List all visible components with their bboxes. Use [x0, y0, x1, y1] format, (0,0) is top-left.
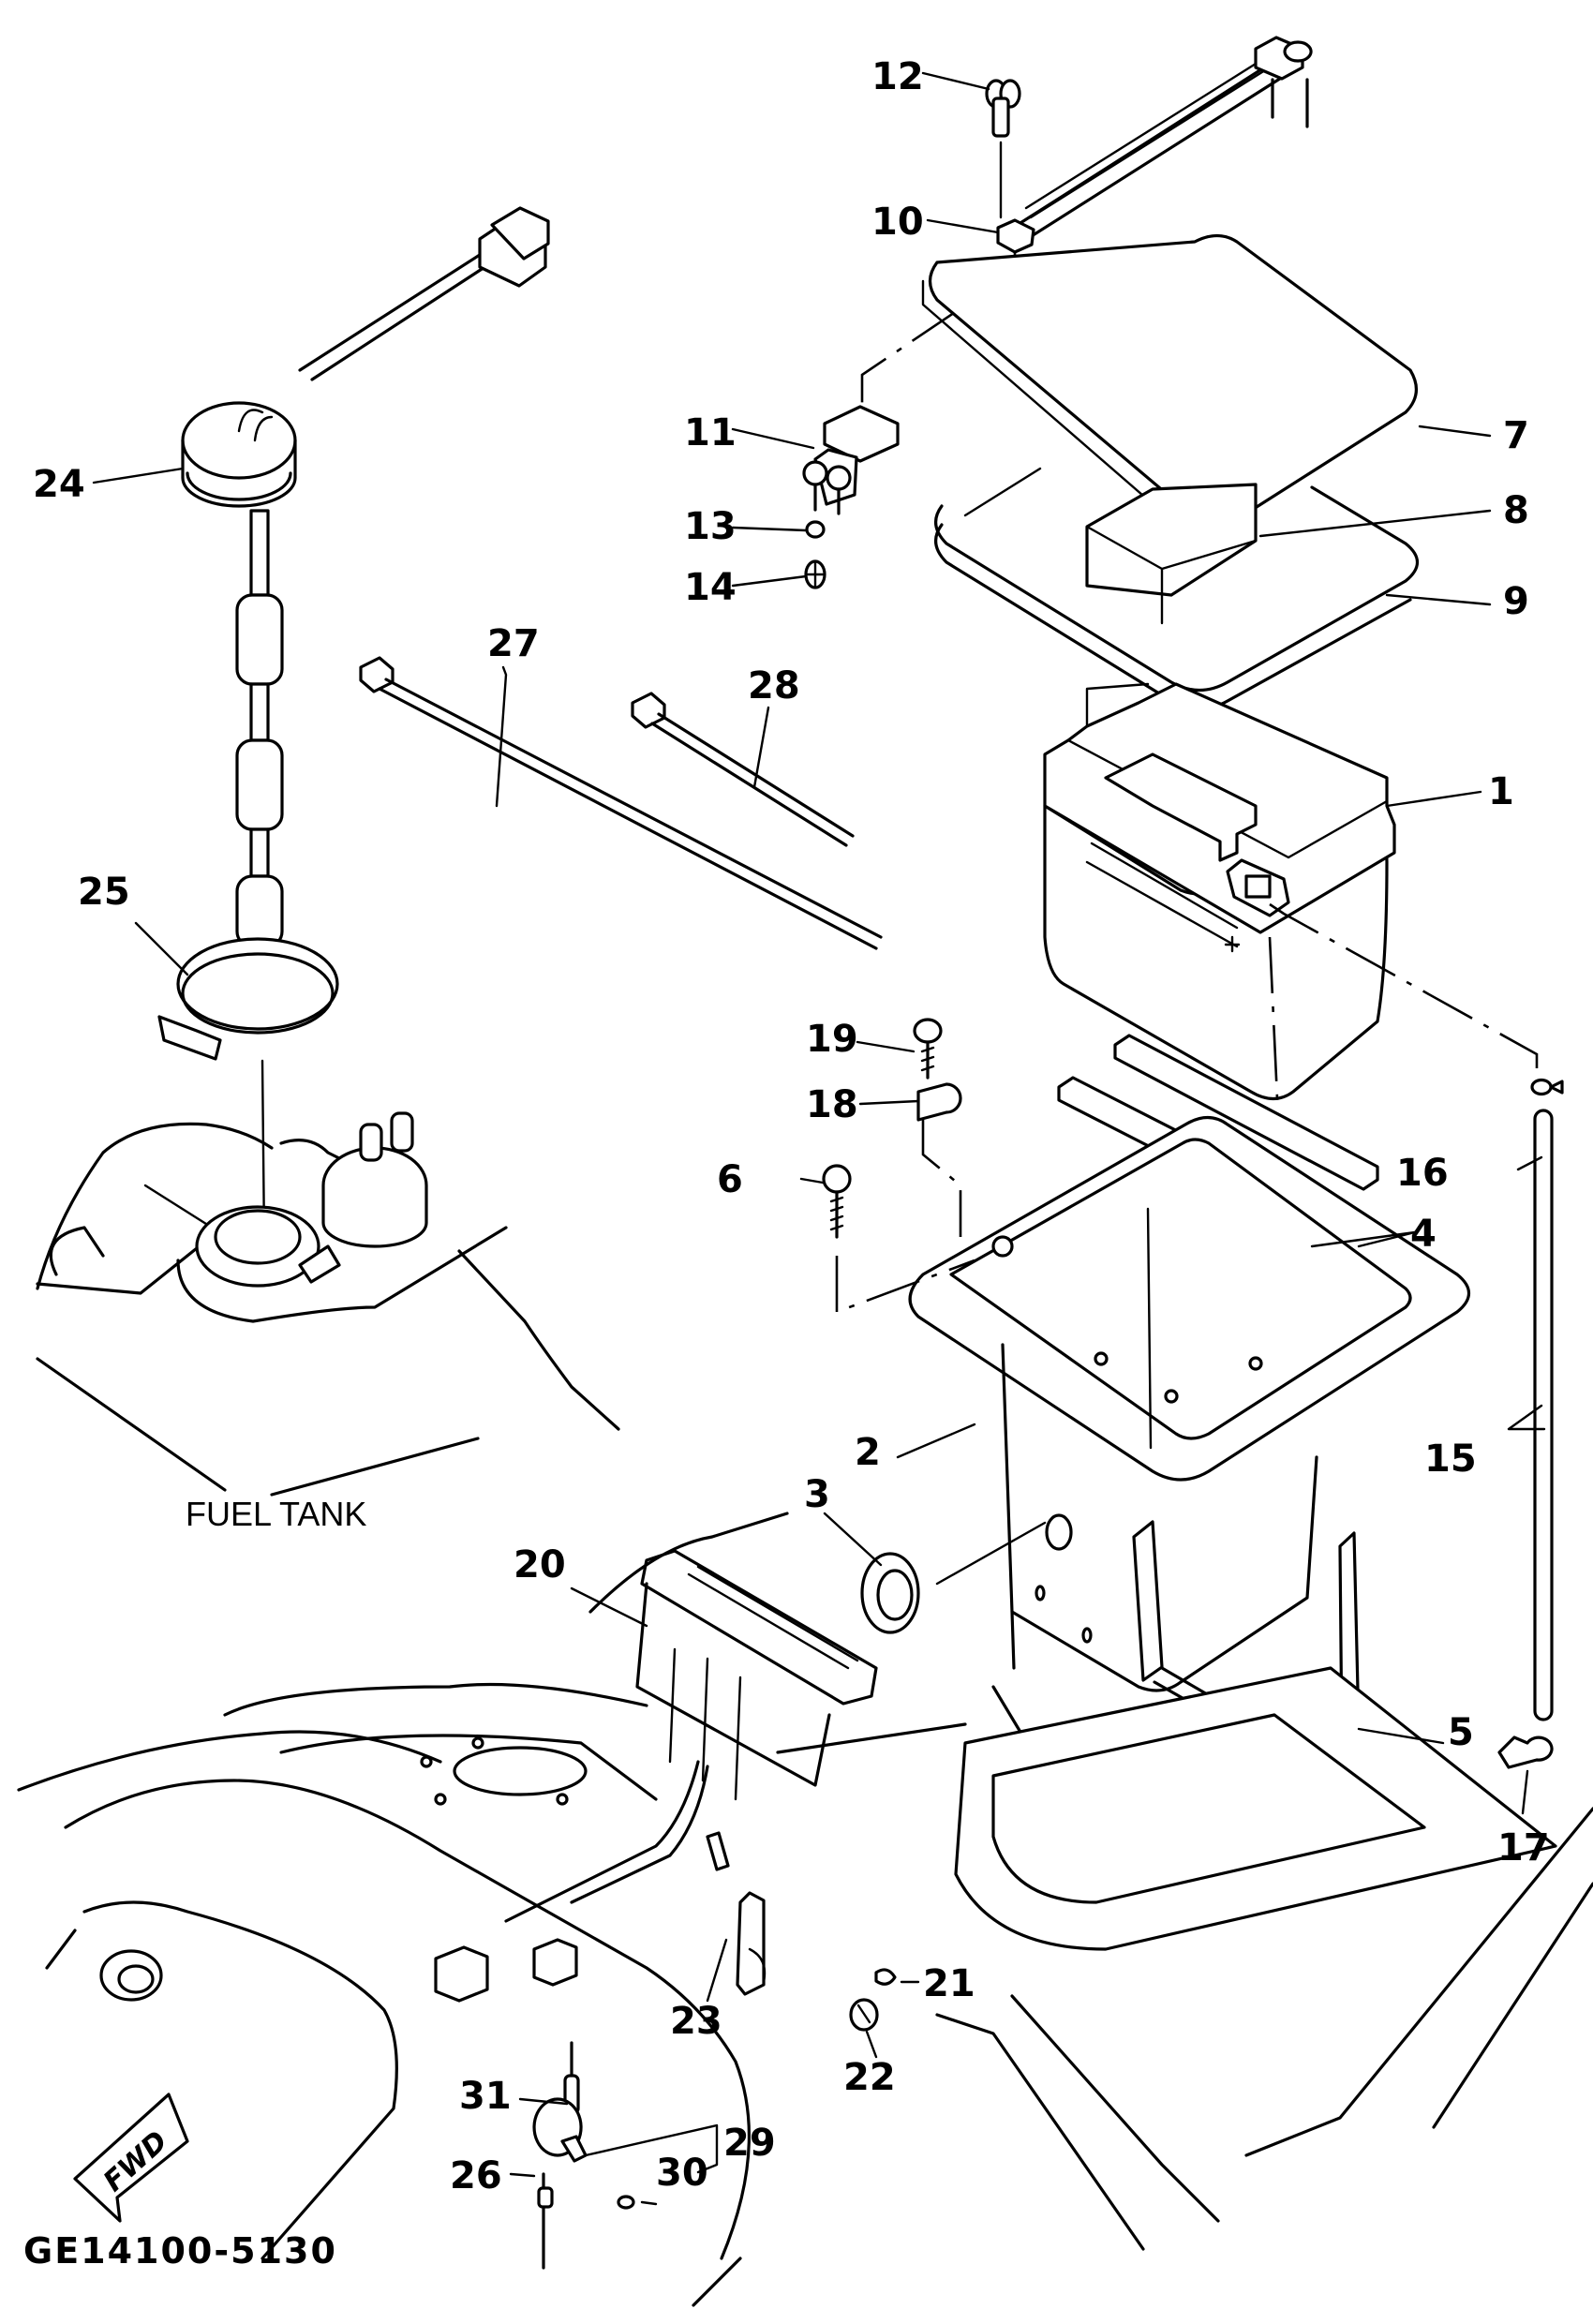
callout-2: 2 — [855, 1431, 881, 1474]
battery-band-assembly — [996, 36, 1313, 254]
hose-band — [157, 937, 339, 1244]
band-bracket — [802, 251, 1017, 589]
callout-7: 7 — [1503, 414, 1529, 457]
callout-19: 19 — [806, 1018, 858, 1061]
callout-28: 28 — [748, 664, 800, 708]
callout-16: 16 — [1396, 1152, 1449, 1195]
callout-5: 5 — [1448, 1711, 1474, 1754]
fuel-tank — [36, 1111, 620, 1497]
callout-6: 6 — [717, 1158, 743, 1201]
battery-box — [908, 1115, 1471, 1692]
callout-30: 30 — [656, 2152, 708, 2195]
callout-11: 11 — [684, 411, 737, 454]
callout-4: 4 — [1410, 1213, 1437, 1256]
callout-22: 22 — [843, 2056, 896, 2099]
nut-22 — [849, 1998, 879, 2032]
deck — [17, 1512, 1593, 2307]
callout-24: 24 — [33, 463, 85, 506]
callout-14: 14 — [684, 566, 737, 609]
callout-12: 12 — [871, 55, 924, 98]
callout-26: 26 — [450, 2154, 502, 2197]
cable-tie-long — [359, 656, 883, 950]
callout-23: 23 — [670, 2000, 722, 2043]
callout-25: 25 — [78, 871, 130, 914]
wing-nut — [985, 79, 1021, 219]
drawing-code: GE14100-5130 — [23, 2230, 337, 2272]
fuel-sender-unit — [181, 206, 550, 948]
wire-harness — [434, 1760, 767, 2003]
callout-29: 29 — [723, 2122, 776, 2165]
callout-3: 3 — [804, 1473, 830, 1516]
fuel-tank-caption: FUEL TANK — [186, 1495, 366, 1533]
callout-13: 13 — [684, 505, 737, 548]
fwd-arrow: FWD — [73, 2093, 189, 2223]
callout-17: 17 — [1497, 1826, 1550, 1870]
callout-1: 1 — [1488, 770, 1514, 813]
breather-hose — [1269, 902, 1564, 1769]
callout-31: 31 — [459, 2075, 512, 2118]
leader-lines — [92, 71, 1546, 2206]
callout-labels: 1 2 3 4 5 6 7 8 9 10 11 12 13 14 15 16 1… — [33, 55, 1550, 2197]
callout-20: 20 — [514, 1543, 566, 1587]
grommet — [860, 1521, 1047, 1634]
cable-clamp-18 — [916, 1082, 962, 1237]
hatch-frame — [635, 1549, 878, 1801]
battery — [1043, 682, 1396, 1140]
callout-9: 9 — [1503, 580, 1529, 623]
callout-18: 18 — [806, 1083, 858, 1126]
washer-21 — [874, 1968, 897, 1986]
callout-8: 8 — [1503, 489, 1529, 532]
cable-tie-short — [631, 692, 855, 847]
callout-10: 10 — [871, 201, 924, 244]
clip-assembly — [532, 2097, 635, 2270]
screw-19 — [913, 1018, 943, 1080]
callout-15: 15 — [1424, 1438, 1477, 1481]
callout-27: 27 — [487, 622, 540, 665]
cover-damper — [1085, 483, 1258, 625]
callout-21: 21 — [923, 1962, 975, 2005]
screw-6 — [822, 1164, 975, 1314]
